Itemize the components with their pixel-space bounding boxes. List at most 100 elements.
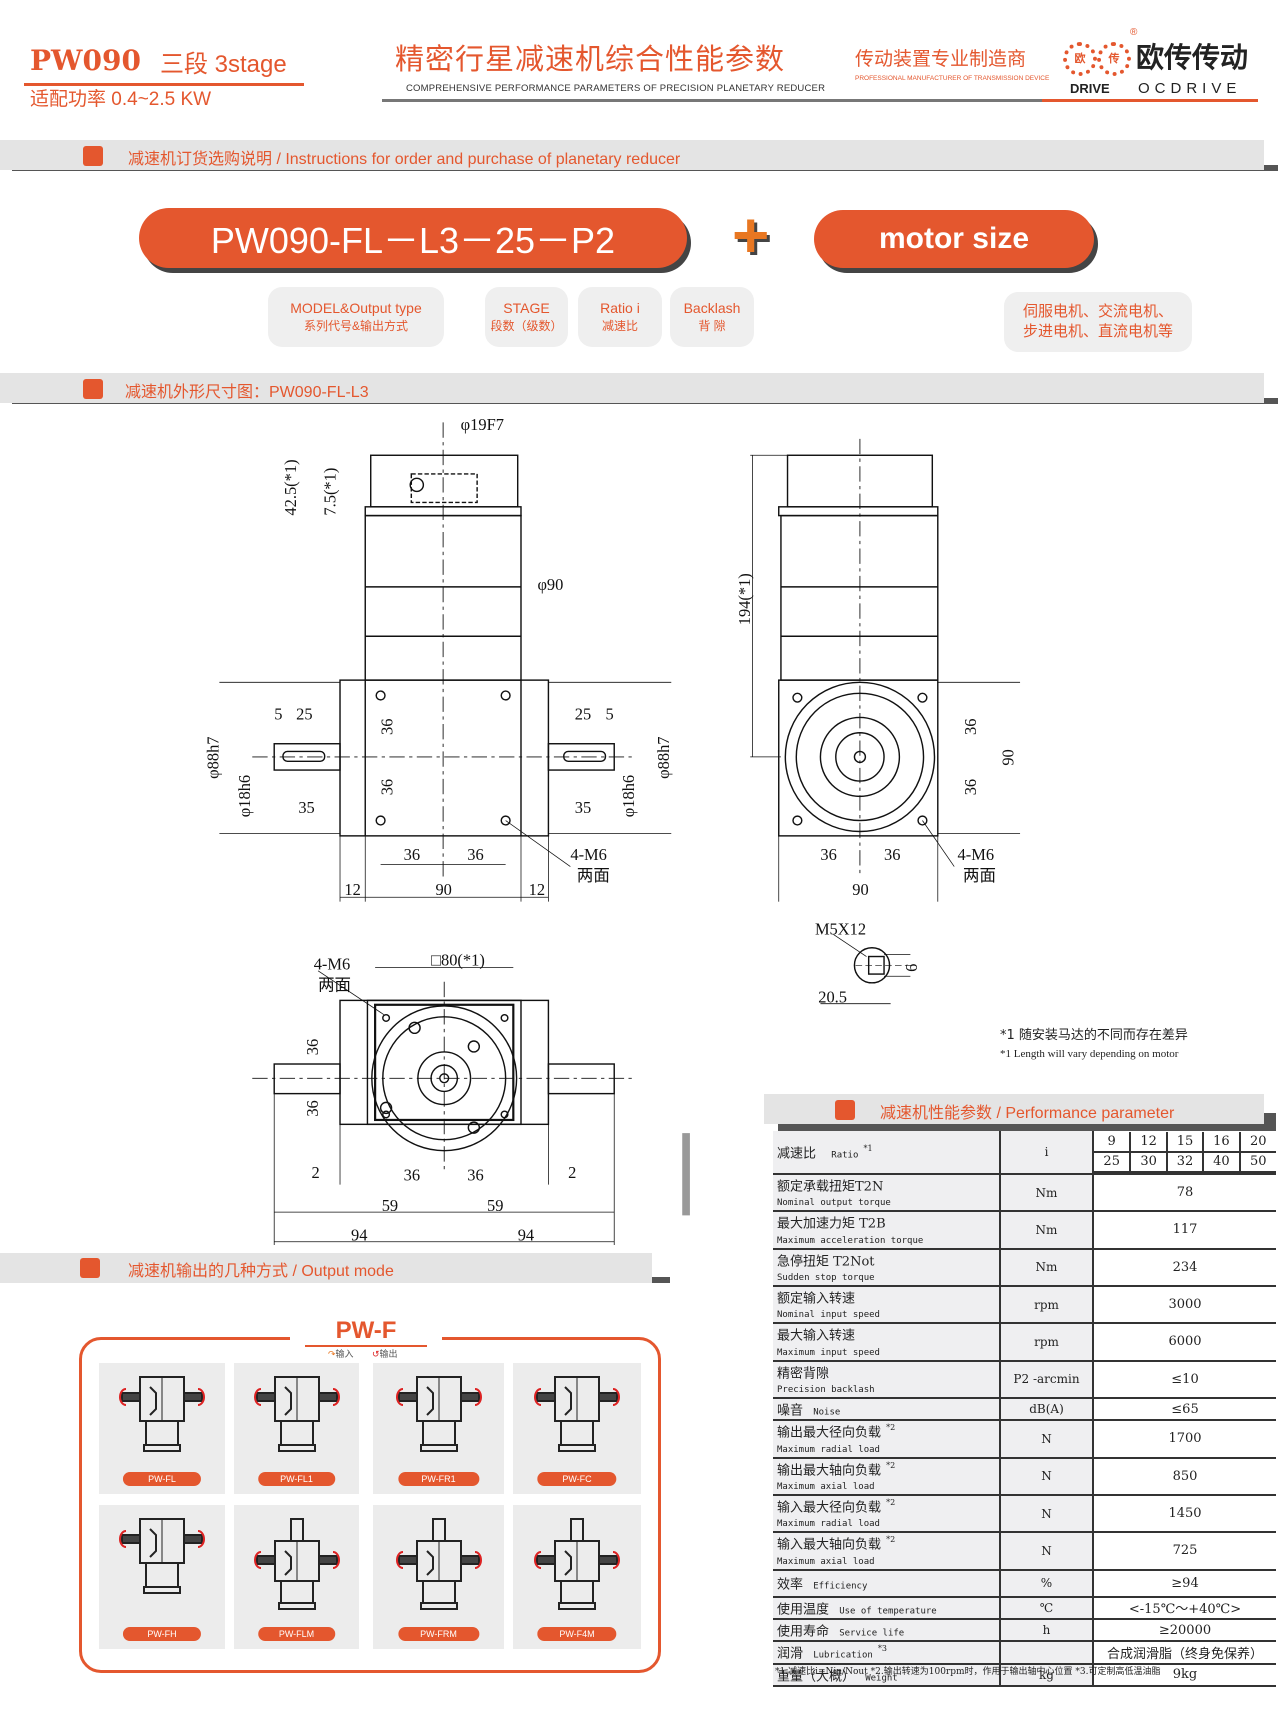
callout-en: MODEL&Output type [290, 300, 422, 316]
plus-icon: + [732, 199, 770, 271]
value-cell: 234 [1093, 1248, 1276, 1287]
footnote-ref: *2 [886, 1497, 896, 1507]
table-row: 润滑 Lubrication *3 合成润滑脂（终身免保养） [773, 1641, 1276, 1665]
dim-label: 12 [529, 880, 545, 899]
label-en: Service life [839, 1628, 905, 1639]
legend-output-label: 输出 [379, 1349, 398, 1359]
label-cn: 使用寿命 [777, 1624, 830, 1640]
output-mode-label: PW-F4M [537, 1627, 617, 1641]
label-en: Precision backlash [777, 1384, 875, 1395]
row-label: 润滑 Lubrication *3 [773, 1641, 1001, 1665]
callout-motor-types: 伺服电机、交流电机、步进电机、直流电机等 [1004, 292, 1192, 352]
table-row: 噪音 Noise dB(A)≤65 [773, 1397, 1276, 1422]
footnote-ref: *2 [886, 1423, 896, 1433]
ratio-value: 32 [1166, 1151, 1205, 1173]
section-title-order: 减速机订货选购说明 / Instructions for order and p… [128, 151, 681, 168]
value-cell: 合成润滑脂（终身免保养） [1093, 1641, 1276, 1665]
note-cn: *1 随安装马达的不同而存在差异 [1000, 1028, 1188, 1043]
order-code: PW090-FL－L3－25－P2 [210, 220, 616, 261]
dim-label: 25 [296, 705, 312, 724]
gearbox-icon [119, 1518, 205, 1594]
callout-cn: 背 隙 [698, 319, 726, 333]
output-mode-card: PW-FC [513, 1363, 641, 1494]
value-cell: ≤10 [1093, 1360, 1276, 1399]
label-en: Maximum radial load [777, 1444, 880, 1455]
section-title-output: 减速机输出的几种方式 / Output mode [128, 1263, 394, 1280]
output-mode-label: PW-FL [122, 1472, 202, 1486]
unit-cell: kg [1000, 1663, 1094, 1687]
dim-label: 90 [998, 749, 1017, 765]
unit-cell: N [1000, 1457, 1094, 1496]
row-label: 使用寿命 Service life [773, 1618, 1001, 1643]
label-en: Weight [865, 1672, 898, 1683]
value-cell: 850 [1093, 1457, 1276, 1496]
logo-gear-icon: 欧 [1063, 42, 1097, 76]
section-bar-output [0, 1253, 652, 1283]
dim-label: 36 [303, 1039, 322, 1055]
dim-label: 35 [298, 798, 314, 817]
section-title-perf: 减速机性能参数 / Performance parameter [880, 1105, 1175, 1122]
value-cell: 9kg [1093, 1663, 1276, 1687]
output-mode-card: PW-FR1 [373, 1363, 504, 1494]
ratio-value: 12 [1130, 1131, 1168, 1153]
row-label: 额定输入转速 Nominal input speed [773, 1285, 1001, 1325]
table-row: 效率 Efficiency %≥94 [773, 1569, 1276, 1598]
logo-text: 传 [1108, 52, 1120, 65]
dim-label: 94 [351, 1226, 367, 1245]
dim-label: 36 [404, 1165, 420, 1184]
dim-label: 36 [467, 1165, 483, 1184]
dim-label: 59 [487, 1196, 503, 1215]
footnote-ref: *1 [863, 1143, 873, 1153]
keyway-detail-drawing [820, 934, 916, 1005]
unit-cell: rpm [1000, 1323, 1094, 1362]
label-cn: 输出最大径向负载 [777, 1425, 882, 1441]
dim-label: 两面 [963, 866, 996, 885]
row-label: 急停扭矩 T2Not Sudden stop torque [773, 1248, 1001, 1287]
dim-label: 36 [467, 845, 483, 864]
divider [24, 83, 304, 86]
dim-label: 2 [311, 1163, 319, 1182]
note-en: *1 Length will vary depending on motor [1000, 1048, 1179, 1060]
label-cn: 使用温度 [777, 1601, 830, 1617]
label-en: Nominal output torque [777, 1198, 891, 1209]
label-cn: 减速比 [777, 1146, 817, 1162]
label-cn: 最大加速力矩 T2B [777, 1216, 886, 1232]
dim-label: M5X12 [815, 920, 866, 939]
ratio-value: 25 [1094, 1151, 1132, 1173]
row-label: 噪音 Noise [773, 1397, 1001, 1422]
table-row: 使用温度 Use of temperature ℃<-15℃～+40℃> [773, 1596, 1276, 1620]
unit-cell: i [1000, 1131, 1094, 1175]
order-code-pill: PW090-FL－L3－25－P2 [139, 208, 687, 268]
value-cell: ≤65 [1093, 1397, 1276, 1422]
section-title-dims: 减速机外形尺寸图：PW090-FL-L3 [125, 384, 369, 401]
label-en: Maximum axial load [777, 1481, 875, 1492]
logo-gear-icon: 传 [1097, 42, 1131, 76]
row-label: 最大加速力矩 T2B Maximum acceleration torque [773, 1211, 1001, 1250]
table-row: 使用寿命 Service life h≥20000 [773, 1618, 1276, 1643]
output-mode-label: PW-FR1 [397, 1472, 480, 1486]
dim-label: 4-M6 [314, 955, 351, 974]
dim-label: φ90 [537, 575, 563, 594]
motor-size-pill: motor size [814, 210, 1094, 268]
value-cell: 6000 [1093, 1323, 1276, 1362]
label-cn: 输入最大轴向负载 [777, 1537, 882, 1553]
logo-text: 欧 [1074, 52, 1086, 65]
gearbox-icon [119, 1376, 205, 1452]
output-mode-card: PW-FH [99, 1505, 225, 1649]
unit-cell: h [1000, 1618, 1094, 1643]
dim-label: 2 [568, 1163, 576, 1182]
dim-label: 7.5(*1) [321, 468, 340, 516]
dim-label: φ18h6 [619, 775, 638, 817]
callout-cn: 减速比 [601, 319, 638, 333]
callout-en: Ratio i [600, 300, 640, 316]
label-en: Efficiency [813, 1581, 868, 1592]
divider [382, 99, 1042, 102]
output-mode-card: PW-FL [99, 1363, 225, 1494]
scroll-marker [682, 1133, 690, 1216]
